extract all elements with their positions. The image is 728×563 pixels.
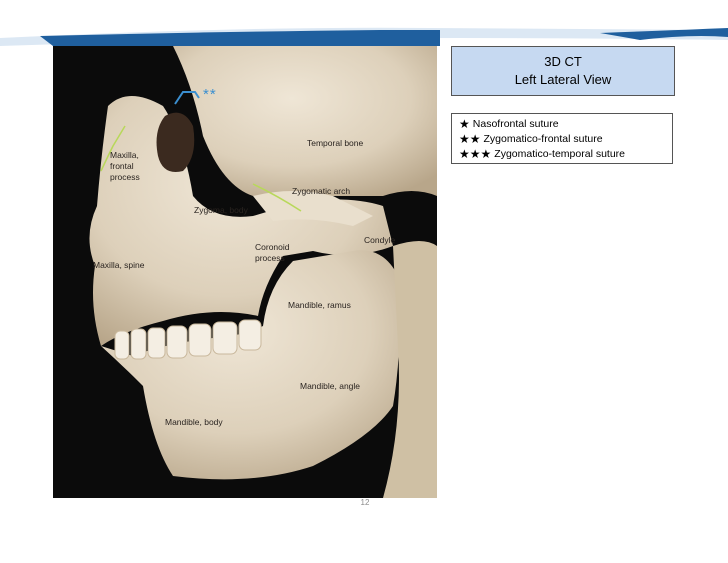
label-condyle: Condyle xyxy=(364,235,396,245)
legend-box: ★ Nasofrontal suture ★★ Zygomatico-front… xyxy=(451,113,673,164)
title-box: 3D CT Left Lateral View xyxy=(451,46,675,96)
label-zygomatic-arch: Zygomatic arch xyxy=(292,186,351,196)
label-maxilla-frontal-process: Maxilla, frontal process xyxy=(110,150,140,182)
label-coronoid-process: Coronoid process xyxy=(255,242,290,263)
label-maxilla-spine: Maxilla, spine xyxy=(93,260,145,270)
legend-label: Zygomatico-frontal suture xyxy=(483,133,603,145)
label-mandible-ramus: Mandible, ramus xyxy=(288,300,351,310)
label-zygoma-body: Zygoma, body xyxy=(194,205,248,215)
header-banner xyxy=(0,27,728,46)
legend-item: ★★★ Zygomatico-temporal suture xyxy=(459,147,672,162)
label-mandible-body: Mandible, body xyxy=(165,417,223,427)
legend-item: ★★ Zygomatico-frontal suture xyxy=(459,132,672,147)
legend-label: Nasofrontal suture xyxy=(472,118,559,130)
title-line-2: Left Lateral View xyxy=(514,72,612,87)
star-icon: ★ xyxy=(459,117,470,131)
label-temporal-bone: Temporal bone xyxy=(307,138,364,148)
skull-illustration xyxy=(53,46,437,498)
star-icon: ★★★ xyxy=(459,147,492,161)
label-mandible-angle: Mandible, angle xyxy=(300,381,361,391)
page-number: 12 xyxy=(360,498,370,507)
ct-image: ** Maxilla, frontal process Temporal bon… xyxy=(53,46,437,498)
zygomatico-frontal-marker: ** xyxy=(203,86,217,103)
legend-item: ★ Nasofrontal suture xyxy=(459,117,672,132)
title-line-1: 3D CT xyxy=(544,54,582,69)
legend-label: Zygomatico-temporal suture xyxy=(494,148,625,160)
star-icon: ★★ xyxy=(459,132,481,146)
